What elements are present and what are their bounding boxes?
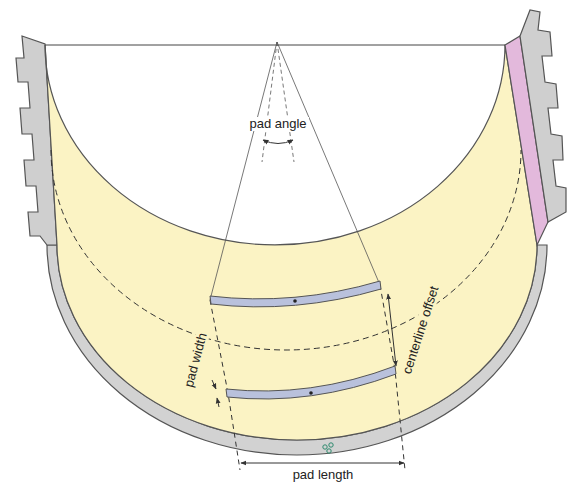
pad-hole: [293, 299, 297, 303]
angle-line: [277, 42, 380, 285]
pad: [226, 366, 396, 399]
bearing-surface: [45, 45, 537, 440]
centerline: [51, 150, 521, 350]
extension-line: [210, 300, 240, 470]
angle-line: [210, 42, 277, 300]
end-face: [520, 10, 566, 222]
pad-hole: [309, 391, 313, 395]
dimension-label: pad length: [291, 468, 356, 482]
oil-hole: [329, 443, 333, 447]
width-arrow: [212, 380, 216, 389]
angle-arrow: [263, 140, 293, 144]
top-edge: [45, 45, 505, 46]
width-arrow: [217, 398, 219, 407]
angle-line: [262, 42, 277, 162]
oil-hole: [327, 449, 331, 453]
angle-line: [277, 42, 294, 162]
dimension-label: pad angle: [247, 117, 308, 131]
offset-arrow: [388, 294, 396, 366]
oil-hole: [323, 445, 327, 449]
length-arrow: [241, 463, 404, 464]
pad: [210, 281, 381, 307]
